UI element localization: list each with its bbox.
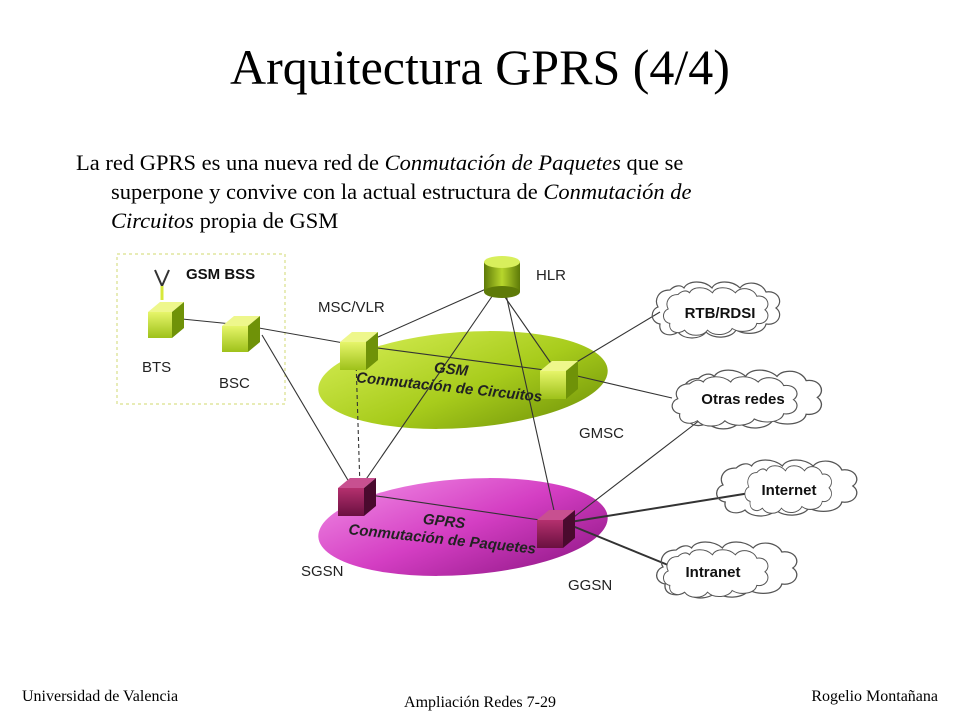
otras-redes-label: Otras redes bbox=[701, 391, 784, 408]
hlr-label: HLR bbox=[536, 267, 566, 284]
gsm-bss-label: GSM BSS bbox=[186, 266, 255, 283]
msc-vlr-label: MSC/VLR bbox=[318, 299, 385, 316]
paragraph-line-2: superpone y convive con la actual estruc… bbox=[76, 177, 836, 206]
internet-label: Internet bbox=[761, 482, 816, 499]
gsm-bss-box bbox=[116, 253, 286, 405]
text-run: que se bbox=[620, 150, 684, 175]
text-run: La red GPRS es una nueva red de bbox=[76, 150, 385, 175]
slide-title: Arquitectura GPRS (4/4) bbox=[230, 39, 730, 95]
footer-university: Universidad de Valencia bbox=[22, 688, 179, 705]
text-run: propia de GSM bbox=[193, 208, 339, 233]
ggsn-label: GGSN bbox=[568, 577, 612, 594]
paragraph-line-3: Circuitos propia de GSM bbox=[76, 206, 836, 235]
antenna-icon bbox=[154, 269, 170, 300]
gprs-packet-zone bbox=[318, 478, 608, 576]
gsm-circuit-zone bbox=[318, 331, 608, 429]
footer-course: Ampliación Redes 7-29 bbox=[404, 694, 556, 711]
paragraph-line-1: La red GPRS es una nueva red de Conmutac… bbox=[76, 148, 836, 177]
intranet-label: Intranet bbox=[685, 564, 740, 581]
text-run-italic: Circuitos bbox=[111, 208, 194, 233]
hlr-database-icon bbox=[484, 256, 520, 298]
gmsc-node-icon bbox=[540, 361, 578, 399]
intro-paragraph: La red GPRS es una nueva red de Conmutac… bbox=[76, 148, 836, 235]
bsc-label: BSC bbox=[219, 375, 250, 392]
bts-node-icon bbox=[148, 302, 184, 338]
gprs-zone-title: GPRS bbox=[422, 511, 466, 532]
text-run-italic: Conmutación de bbox=[543, 179, 692, 204]
text-run: superpone y convive con la actual estruc… bbox=[111, 179, 544, 204]
bts-label: BTS bbox=[142, 359, 171, 376]
ggsn-node-icon bbox=[537, 510, 575, 548]
sgsn-node-icon bbox=[338, 478, 376, 516]
gsm-zone-title: GSM bbox=[433, 359, 469, 380]
msc-vlr-node-icon bbox=[340, 332, 378, 370]
rtb-rdsi-label: RTB/RDSI bbox=[685, 305, 756, 322]
bsc-node-icon bbox=[222, 316, 260, 352]
footer-author: Rogelio Montañana bbox=[811, 688, 938, 705]
text-run-italic: Conmutación de Paquetes bbox=[384, 150, 621, 175]
sgsn-label: SGSN bbox=[301, 563, 344, 580]
gmsc-label: GMSC bbox=[579, 425, 624, 442]
